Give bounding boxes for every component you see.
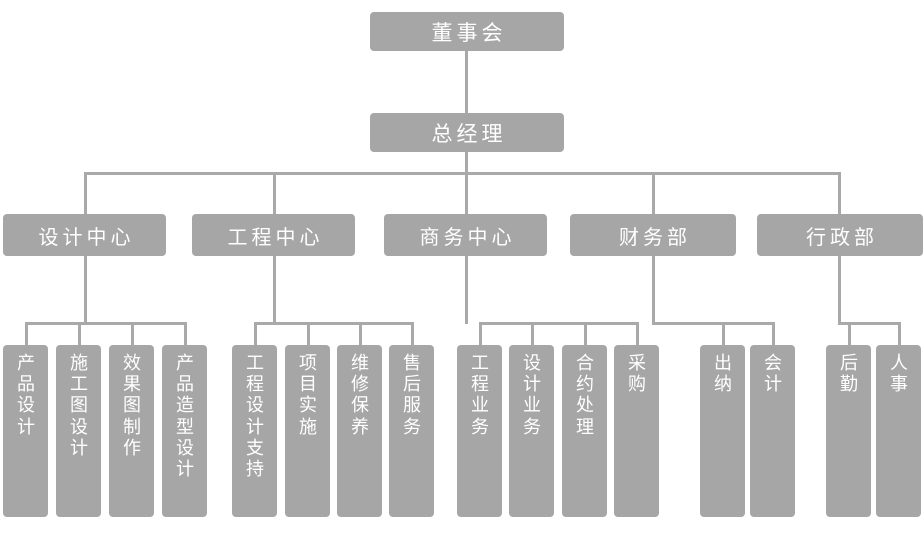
connector-design-to-child-4 <box>184 322 187 345</box>
node-board-label: 董事会 <box>431 21 507 45</box>
connector-board-to-gm <box>465 51 468 113</box>
connector-engineering-to-child-4 <box>411 322 414 345</box>
node-finance-child-1[interactable]: 出纳 <box>700 345 745 517</box>
node-finance-child-2[interactable]: 会计 <box>750 345 795 517</box>
node-design-child-4-label: 产品造型设计 <box>176 353 194 480</box>
node-engineering-child-2[interactable]: 项目实施 <box>285 345 330 517</box>
node-engineering-child-2-label: 项目实施 <box>299 353 317 437</box>
node-business-child-1-label: 工程业务 <box>471 353 489 437</box>
node-design-child-2[interactable]: 施工图设计 <box>56 345 101 517</box>
connector-design-to-child-1 <box>25 322 28 345</box>
node-business-child-2-label: 设计业务 <box>523 353 541 437</box>
node-dept-business[interactable]: 商务中心 <box>384 214 547 256</box>
connector-design-to-child-3 <box>131 322 134 345</box>
node-admin-child-2[interactable]: 人事 <box>876 345 921 517</box>
connector-design-bar <box>25 322 144 325</box>
connector-bus-to-design <box>84 172 87 214</box>
node-dept-admin-label: 行政部 <box>806 226 878 249</box>
connector-engineering-to-child-2 <box>307 322 310 345</box>
node-dept-design-label: 设计中心 <box>38 226 135 249</box>
node-admin-child-1[interactable]: 后勤 <box>826 345 871 517</box>
connector-finance-bar <box>652 322 775 325</box>
node-business-child-1[interactable]: 工程业务 <box>457 345 502 517</box>
node-business-child-3-label: 合约处理 <box>576 353 594 437</box>
node-business-child-4-label: 采购 <box>628 353 646 395</box>
connector-engineering-to-child-3 <box>359 322 362 345</box>
node-dept-finance[interactable]: 财务部 <box>570 214 736 256</box>
node-engineering-child-3-label: 维修保养 <box>351 353 369 437</box>
node-general-manager[interactable]: 总经理 <box>370 113 564 152</box>
connector-admin-to-child-2 <box>898 322 901 345</box>
connector-business-to-child-2 <box>531 322 534 345</box>
node-design-child-3[interactable]: 效果图制作 <box>109 345 154 517</box>
node-business-child-2[interactable]: 设计业务 <box>509 345 554 517</box>
node-business-child-4[interactable]: 采购 <box>614 345 659 517</box>
connector-bus-to-finance <box>652 172 655 214</box>
node-admin-child-2-label: 人事 <box>890 353 908 395</box>
connector-business-to-child-3 <box>584 322 587 345</box>
connector-design-drop <box>84 256 87 324</box>
connector-engineering-to-child-1 <box>254 322 257 345</box>
node-engineering-child-3[interactable]: 维修保养 <box>337 345 382 517</box>
connector-finance-to-child-2 <box>772 322 775 345</box>
connector-admin-bar <box>838 322 901 325</box>
node-design-child-2-label: 施工图设计 <box>70 353 88 458</box>
node-dept-admin[interactable]: 行政部 <box>757 214 923 256</box>
node-dept-business-label: 商务中心 <box>419 226 516 249</box>
connector-admin-drop <box>838 256 841 324</box>
connector-finance-to-child-1 <box>722 322 725 345</box>
connector-business-bar <box>479 322 638 325</box>
node-engineering-child-4[interactable]: 售后服务 <box>389 345 434 517</box>
node-business-child-3[interactable]: 合约处理 <box>562 345 607 517</box>
node-engineering-child-1-label: 工程设计支持 <box>246 353 264 480</box>
node-engineering-child-4-label: 售后服务 <box>403 353 421 437</box>
connector-finance-drop <box>652 256 655 324</box>
node-dept-engineering[interactable]: 工程中心 <box>192 214 355 256</box>
connector-bus-to-engineering <box>273 172 276 214</box>
node-engineering-child-1[interactable]: 工程设计支持 <box>232 345 277 517</box>
connector-bus-to-admin <box>838 172 841 214</box>
connector-department-bus <box>84 172 841 175</box>
node-general-manager-label: 总经理 <box>431 122 507 146</box>
node-admin-child-1-label: 后勤 <box>840 353 858 395</box>
connector-engineering-bar <box>254 322 414 325</box>
node-dept-engineering-label: 工程中心 <box>227 226 324 249</box>
connector-business-to-child-4 <box>636 322 639 345</box>
connector-engineering-drop <box>273 256 276 324</box>
node-design-child-1-label: 产品设计 <box>17 353 35 437</box>
node-design-child-3-label: 效果图制作 <box>123 353 141 458</box>
node-finance-child-1-label: 出纳 <box>714 353 732 395</box>
connector-business-drop <box>465 256 468 324</box>
connector-admin-to-child-1 <box>848 322 851 345</box>
connector-bus-to-business <box>465 172 468 214</box>
node-dept-design[interactable]: 设计中心 <box>3 214 166 256</box>
node-finance-child-2-label: 会计 <box>764 353 782 395</box>
node-design-child-4[interactable]: 产品造型设计 <box>162 345 207 517</box>
node-design-child-1[interactable]: 产品设计 <box>3 345 48 517</box>
node-dept-finance-label: 财务部 <box>619 226 691 249</box>
connector-design-bar-ext <box>131 322 186 325</box>
connector-design-to-child-2 <box>78 322 81 345</box>
connector-business-to-child-1 <box>479 322 482 345</box>
connector-gm-drop <box>465 152 468 175</box>
node-board[interactable]: 董事会 <box>370 12 564 51</box>
